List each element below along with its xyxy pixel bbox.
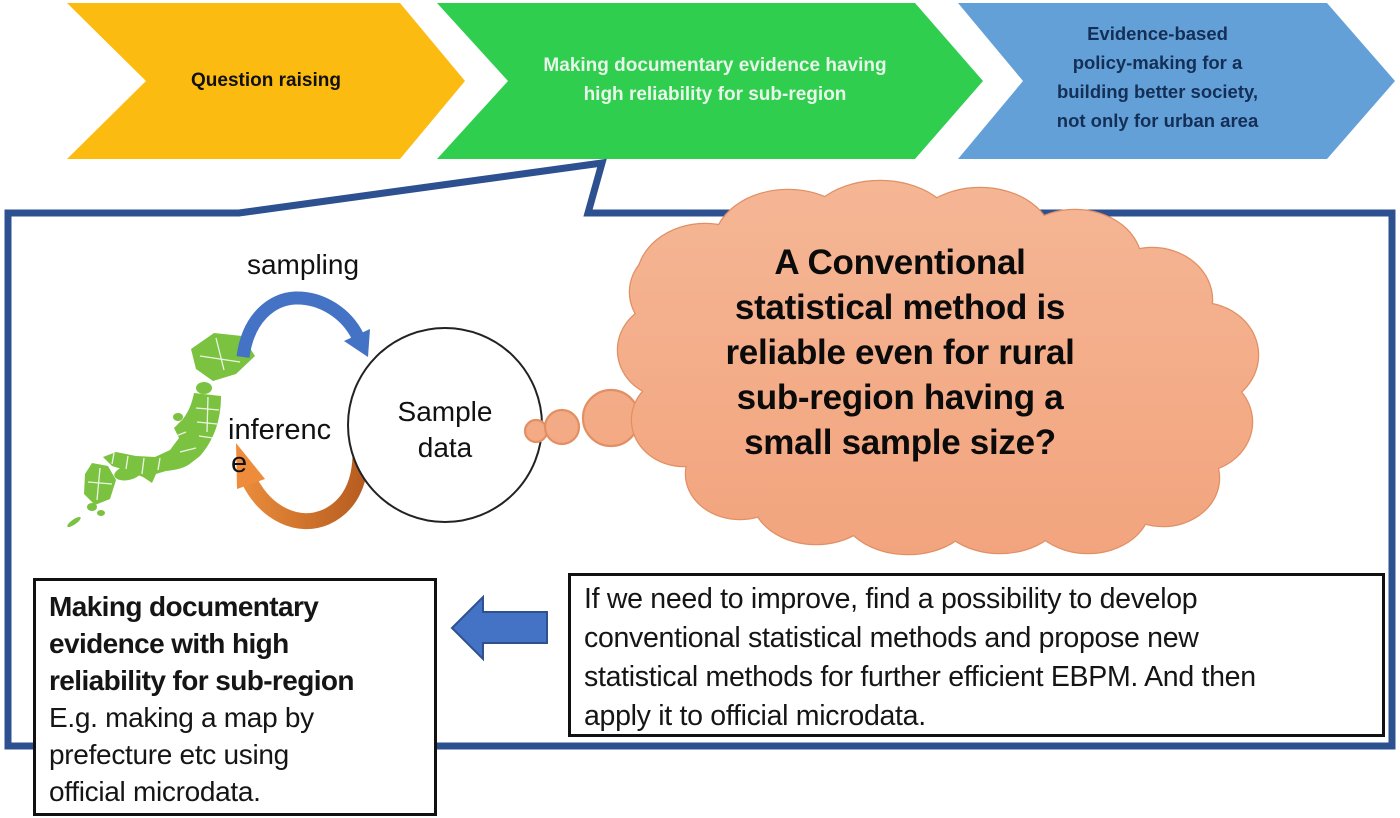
conclusion-box: Making documentary evidence with high re… xyxy=(33,578,437,816)
chevron-policy-making xyxy=(958,3,1395,159)
thought-bubble-trail xyxy=(523,388,641,448)
sample-data-label: Sample data xyxy=(397,396,493,463)
chevron-question-raising xyxy=(67,3,465,159)
chevron-documentary-evidence xyxy=(437,3,983,159)
left-arrow xyxy=(450,594,548,662)
inference-label-wrap: e xyxy=(231,447,248,479)
inference-label: inferenc xyxy=(228,414,332,446)
japan-prefecture-lines xyxy=(87,337,241,501)
inference-arrow xyxy=(236,441,369,529)
chevron-evidence-label: Making documentary evidence having high … xyxy=(543,55,887,105)
sampling-label: sampling xyxy=(246,249,360,280)
thought-cloud-text: A Conventional statistical method is rel… xyxy=(725,243,1075,462)
chevron-question-label: Question raising xyxy=(191,70,341,91)
chevron-policy-label: Evidence-based policy-making for a build… xyxy=(1056,23,1259,131)
sampling-arrow xyxy=(236,291,370,359)
improvement-box: If we need to improve, find a possibilit… xyxy=(568,573,1385,737)
